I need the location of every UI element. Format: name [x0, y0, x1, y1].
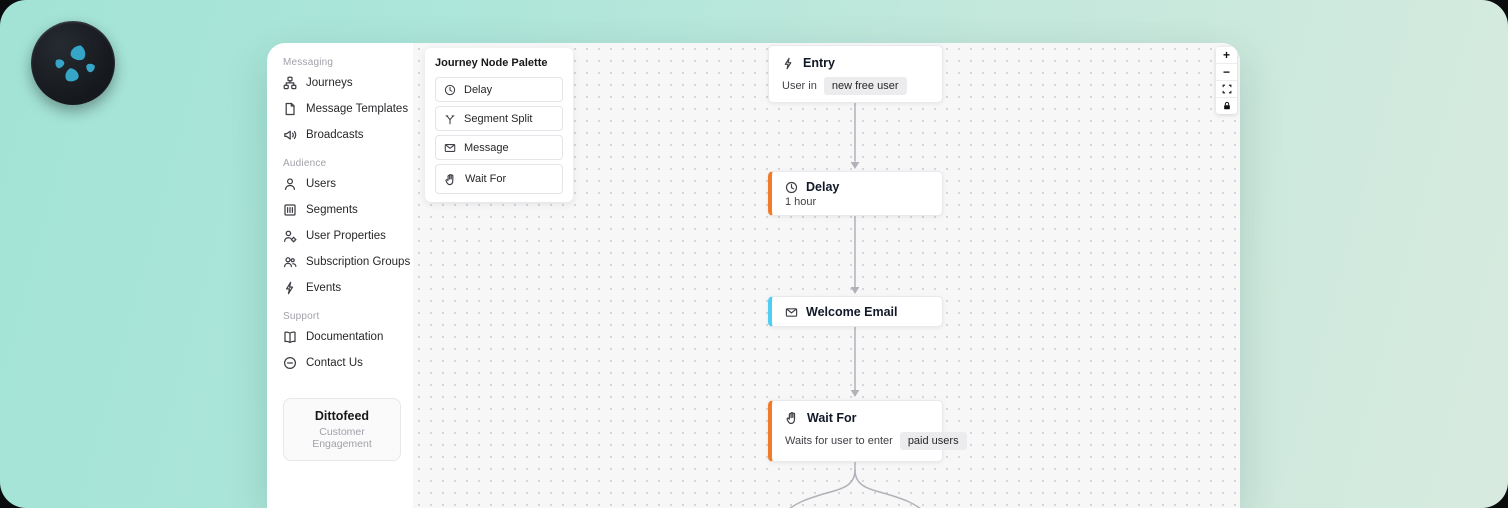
node-entry[interactable]: Entry User in new free user: [768, 45, 943, 103]
dittofeed-logo: [31, 21, 115, 105]
sidebar-item-label: Message Templates: [306, 103, 409, 115]
canvas-controls: + −: [1216, 47, 1237, 114]
app-window: Messaging Journeys Message Templates Bro…: [267, 43, 1240, 508]
sidebar-item-label: Users: [306, 178, 337, 190]
node-title: Welcome Email: [806, 305, 898, 319]
sidebar-item-label: Documentation: [306, 331, 384, 343]
dittofeed-logo-icon: [55, 45, 95, 82]
sidebar-item-broadcasts[interactable]: Broadcasts: [283, 122, 403, 148]
section-label-support: Support: [283, 311, 320, 322]
sidebar-item-documentation[interactable]: Documentation: [283, 324, 403, 350]
plus-icon: +: [1222, 48, 1230, 62]
book-icon: [284, 331, 296, 344]
node-body-text: 1 hour: [785, 196, 817, 208]
workspace-name: Dittofeed: [314, 409, 370, 423]
edge-split-right: [854, 469, 921, 508]
sidebar-item-label: Journeys: [306, 77, 353, 89]
palette-title: Journey Node Palette: [435, 57, 548, 69]
sidebar-item-subscription-groups[interactable]: Subscription Groups: [283, 249, 410, 275]
arrowhead-icon: [850, 287, 860, 294]
node-wait-for[interactable]: Wait For Waits for user to enter paid us…: [768, 400, 967, 462]
template-icon: [285, 102, 295, 116]
arrowhead-icon: [850, 390, 860, 397]
journey-edges: [789, 102, 921, 508]
segments-icon: [284, 204, 296, 216]
sidebar-item-users[interactable]: Users: [283, 171, 403, 197]
node-welcome-email[interactable]: Welcome Email: [768, 296, 943, 327]
sidebar-item-contact-us[interactable]: Contact Us: [283, 350, 403, 376]
user-gear-icon: [283, 230, 297, 243]
palette-item-wait-for[interactable]: Wait For: [435, 164, 563, 194]
arrowhead-icon: [850, 162, 860, 169]
user-icon: [284, 178, 296, 191]
broadcast-icon: [284, 130, 297, 140]
sidebar-item-segments[interactable]: Segments: [283, 197, 403, 223]
palette-item-delay[interactable]: Delay: [435, 77, 563, 102]
palette-item-label: Message: [464, 141, 509, 154]
sidebar-item-journeys[interactable]: Journeys: [283, 70, 403, 96]
split-icon: [445, 114, 455, 124]
node-title: Wait For: [807, 411, 857, 425]
sidebar-item-label: Subscription Groups: [306, 256, 411, 268]
segment-badge: new free user: [823, 77, 907, 95]
node-body: User in new free user: [782, 77, 929, 95]
node-body-text: User in: [782, 80, 817, 92]
node-title: Delay: [806, 180, 840, 194]
node-title-row: Delay: [785, 180, 929, 194]
palette-item-segment-split[interactable]: Segment Split: [435, 106, 563, 131]
sidebar-item-message-templates[interactable]: Message Templates: [283, 96, 408, 122]
chat-circle-icon: [283, 356, 297, 370]
fit-view-icon: [1222, 84, 1231, 94]
node-title-row: Entry: [782, 56, 929, 70]
lock-icon: [1223, 102, 1230, 110]
mail-icon: [785, 307, 798, 317]
minus-icon: −: [1222, 65, 1230, 79]
palette-item-message[interactable]: Message: [435, 135, 563, 160]
zap-icon: [285, 281, 294, 295]
clock-icon: [444, 84, 456, 95]
workspace-card: Dittofeed Customer Engagement: [283, 398, 401, 461]
fit-view-button[interactable]: [1216, 81, 1237, 98]
palette-item-label: Segment Split: [464, 112, 533, 125]
sidebar-item-label: User Properties: [306, 230, 386, 242]
workspace-subtitle: Customer Engagement: [312, 426, 372, 450]
hand-icon: [445, 173, 454, 185]
sidebar-item-label: Events: [306, 282, 342, 294]
palette-item-label: Wait For: [465, 173, 507, 185]
sidebar-item-events[interactable]: Events: [283, 275, 403, 301]
segment-badge: paid users: [899, 432, 967, 450]
hand-icon: [786, 412, 796, 425]
node-body: Waits for user to enter paid users: [785, 432, 967, 450]
palette-item-label: Delay: [464, 83, 493, 96]
node-title-row: Welcome Email: [785, 305, 929, 319]
sidebar-item-label: Broadcasts: [306, 129, 364, 141]
journey-canvas[interactable]: Journey Node Palette Delay Segment Split…: [413, 43, 1240, 508]
edge-split-left: [789, 469, 856, 508]
mail-icon: [444, 143, 456, 152]
sidebar: Messaging Journeys Message Templates Bro…: [267, 43, 413, 508]
node-title-row: Wait For: [785, 411, 929, 425]
node-body-text: Waits for user to enter: [785, 435, 893, 447]
lock-button[interactable]: [1216, 98, 1237, 114]
journey-node-palette: Journey Node Palette Delay Segment Split…: [425, 48, 573, 202]
node-delay[interactable]: Delay 1 hour: [768, 171, 943, 216]
sidebar-item-user-properties[interactable]: User Properties: [283, 223, 403, 249]
section-label-messaging: Messaging: [283, 57, 334, 68]
sidebar-item-label: Contact Us: [306, 357, 363, 369]
zoom-out-button[interactable]: −: [1216, 64, 1237, 81]
clock-icon: [785, 181, 798, 193]
section-label-audience: Audience: [283, 158, 327, 169]
sidebar-item-label: Segments: [306, 204, 358, 216]
node-body: 1 hour: [785, 196, 929, 208]
journeys-icon: [283, 76, 297, 90]
zap-icon: [784, 57, 792, 69]
people-icon: [283, 257, 297, 268]
node-title: Entry: [803, 56, 835, 70]
zoom-in-button[interactable]: +: [1216, 47, 1237, 64]
